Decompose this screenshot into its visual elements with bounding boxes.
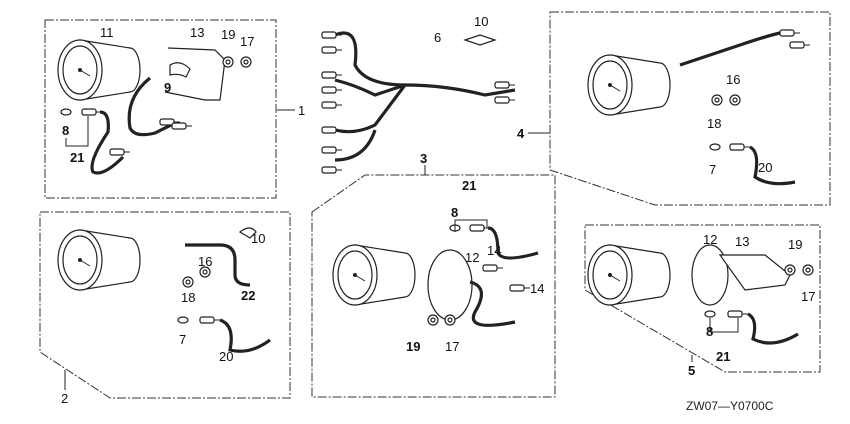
- label-22: 22: [241, 288, 255, 303]
- label-19: 19: [221, 27, 235, 42]
- label-14: 14: [487, 243, 501, 258]
- gauge-part: [57, 39, 141, 101]
- ref-5: 5: [688, 363, 695, 378]
- label-19: 19: [406, 339, 420, 354]
- label-12: 12: [465, 250, 479, 265]
- group-3-meter-assembly: 3 21 8 14 12 14 19 17: [311, 151, 556, 398]
- label-10: 10: [251, 231, 265, 246]
- label-7: 7: [709, 162, 716, 177]
- ref-1: 1: [298, 103, 305, 118]
- label-21: 21: [70, 150, 84, 165]
- label-19: 19: [788, 237, 802, 252]
- ref-3: 3: [420, 151, 427, 166]
- catalog-code: ZW07—Y0700C: [686, 399, 774, 413]
- label-20: 20: [219, 349, 233, 364]
- group-2-meter-assembly: 2 10 16 18 22 7 20: [39, 211, 291, 406]
- group-5-meter-assembly: 5 12 13 19 17 8 21: [584, 224, 821, 378]
- label-16: 16: [198, 254, 212, 269]
- label-8: 8: [706, 324, 713, 339]
- label-18: 18: [181, 290, 195, 305]
- label-6: 6: [434, 30, 441, 45]
- label-7: 7: [179, 332, 186, 347]
- label-8: 8: [62, 123, 69, 138]
- group-1-meter-assembly: 1 11 13 19 17 9 8 21: [44, 19, 305, 199]
- label-10: 10: [474, 14, 488, 29]
- clip-part: [463, 34, 497, 46]
- label-9: 9: [164, 80, 171, 95]
- label-20: 20: [758, 160, 772, 175]
- label-21: 21: [716, 349, 730, 364]
- label-11: 11: [100, 25, 114, 40]
- label-12: 12: [703, 232, 717, 247]
- ref-2: 2: [61, 391, 68, 406]
- wire-harness: 6 10: [321, 14, 516, 174]
- label-21: 21: [462, 178, 476, 193]
- label-17: 17: [240, 34, 254, 49]
- label-13: 13: [735, 234, 749, 249]
- label-14-b: 14: [530, 281, 544, 296]
- label-13: 13: [190, 25, 204, 40]
- group-4-meter-assembly: 4 16 18 7 20: [517, 11, 831, 206]
- clamp-part: [169, 62, 191, 78]
- label-17: 17: [445, 339, 459, 354]
- label-18: 18: [707, 116, 721, 131]
- label-8: 8: [451, 205, 458, 220]
- label-17: 17: [801, 289, 815, 304]
- bracket-part: [164, 47, 226, 101]
- ref-4: 4: [517, 126, 525, 141]
- label-16: 16: [726, 72, 740, 87]
